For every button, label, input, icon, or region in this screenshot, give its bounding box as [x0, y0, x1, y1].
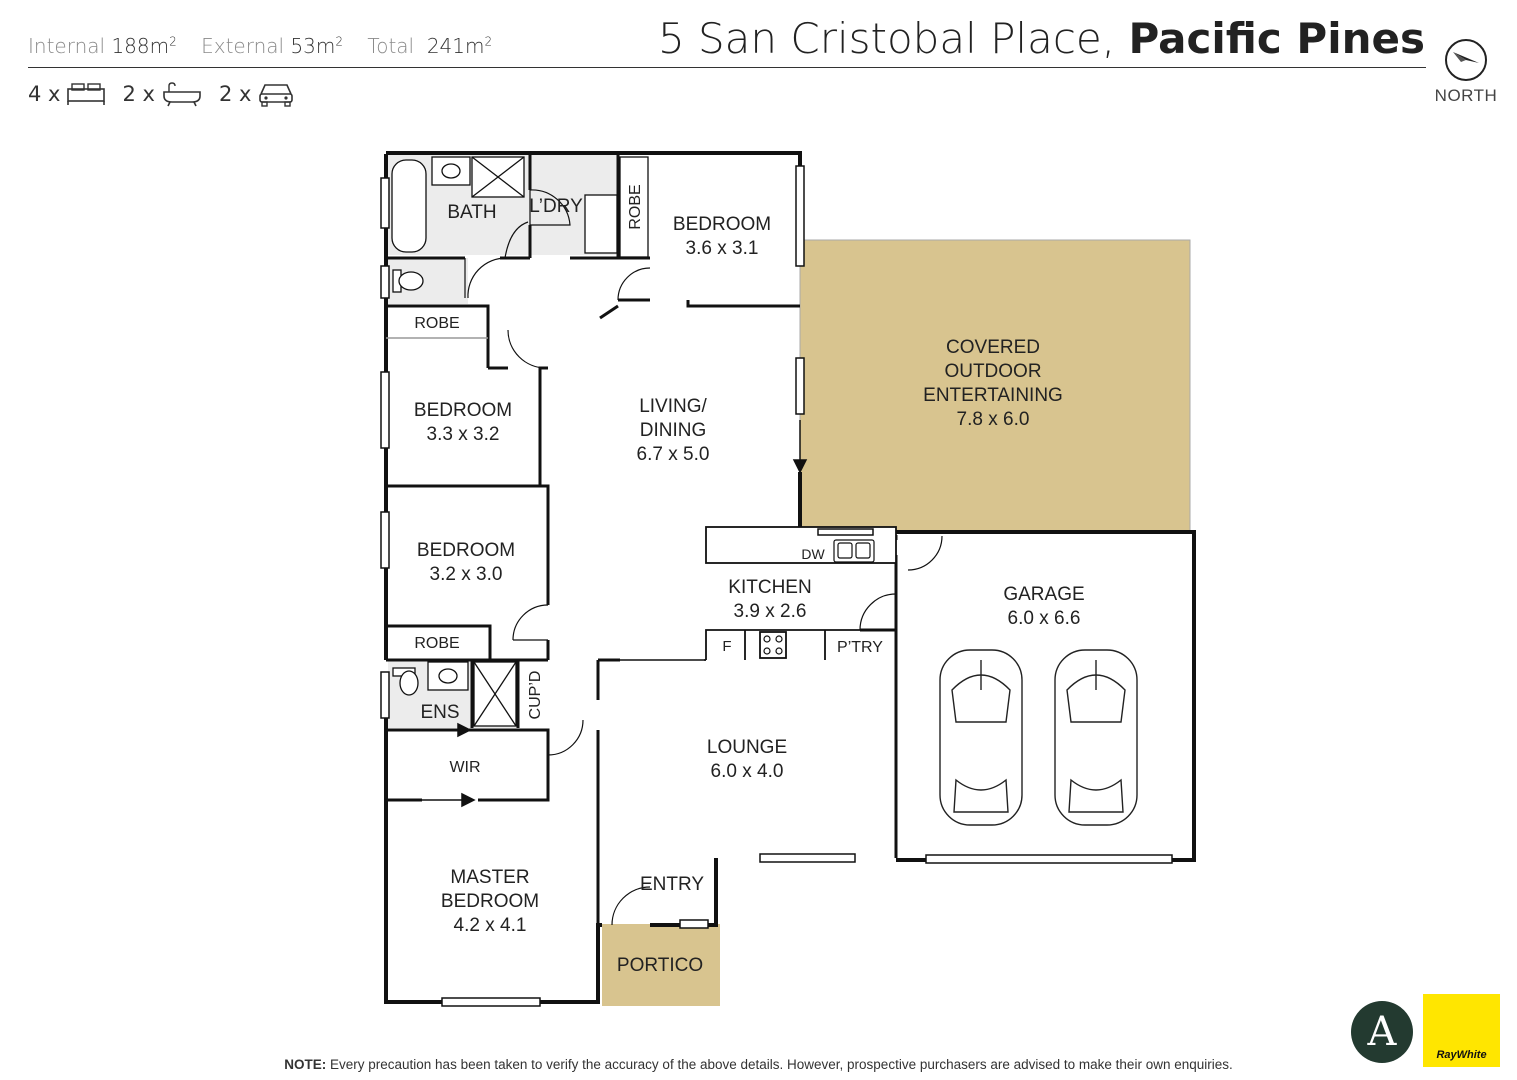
size-lounge: 6.0 x 4.0 — [711, 761, 784, 782]
label-laundry: L’DRY — [529, 196, 583, 217]
compass-icon — [1445, 39, 1487, 81]
label-outdoor-1: COVERED — [946, 337, 1040, 358]
label-outdoor-2: OUTDOOR — [944, 361, 1041, 382]
label-entry: ENTRY — [640, 874, 704, 895]
header-divider — [28, 67, 1426, 68]
interior-walls — [386, 155, 898, 1002]
car-count: 2 x — [219, 80, 295, 108]
size-kitchen: 3.9 x 2.6 — [734, 601, 807, 622]
toilet-main — [392, 269, 424, 293]
label-outdoor-3: ENTERTAINING — [923, 385, 1063, 406]
car-left — [939, 649, 1023, 826]
label-wir: WIR — [449, 759, 480, 776]
label-robe-w1: ROBE — [414, 315, 459, 332]
label-master-1: MASTER — [450, 867, 529, 888]
note-text: Every precaution has been taken to verif… — [330, 1057, 1233, 1072]
size-bedroom-3: 3.2 x 3.0 — [430, 564, 503, 585]
label-garage: GARAGE — [1003, 584, 1084, 605]
label-bedroom-ne: BEDROOM — [673, 214, 771, 235]
robe-top-box — [619, 156, 649, 258]
vanity-basin-ensuite — [427, 661, 469, 691]
bathroom-count: 2 x — [122, 81, 202, 107]
car-right — [1054, 649, 1138, 826]
area-total: Total 241m2 — [367, 34, 493, 58]
car-icon — [259, 84, 294, 107]
address-street: 5 San Cristobal Place, — [657, 14, 1116, 63]
raywhite-brand: RayWhite — [1436, 1049, 1487, 1061]
bedroom-count: 4 x — [28, 81, 106, 107]
area-external: External 53m2 — [201, 34, 344, 58]
bath-icon — [163, 82, 201, 107]
label-bath: BATH — [447, 202, 496, 223]
bed-icon — [67, 83, 106, 105]
size-master: 4.2 x 4.1 — [454, 915, 527, 936]
label-bedroom-2: BEDROOM — [414, 400, 512, 421]
label-fridge: F — [722, 638, 731, 655]
shower-bath — [471, 156, 525, 198]
label-kitchen: KITCHEN — [728, 577, 811, 598]
label-dishwasher: DW — [801, 546, 825, 562]
sink-icon — [833, 539, 875, 563]
agency-logo-letter: A — [1367, 1009, 1397, 1055]
label-living-1: LIVING/ — [639, 396, 707, 417]
size-outdoor: 7.8 x 6.0 — [957, 409, 1030, 430]
label-robe-w2: ROBE — [414, 635, 459, 652]
disclaimer-note: NOTE: Every precaution has been taken to… — [0, 1057, 1517, 1072]
size-garage: 6.0 x 6.6 — [1008, 608, 1081, 629]
area-internal: Internal 188m2 — [28, 34, 177, 58]
bathtub — [391, 159, 427, 253]
label-living-2: DINING — [640, 420, 707, 441]
note-label: NOTE: — [284, 1057, 327, 1072]
size-bedroom-ne: 3.6 x 3.1 — [686, 238, 759, 259]
label-pantry: P’TRY — [837, 639, 883, 656]
size-living: 6.7 x 5.0 — [637, 444, 710, 465]
north-compass: NORTH — [1433, 38, 1499, 106]
label-portico: PORTICO — [617, 955, 703, 976]
label-bedroom-3: BEDROOM — [417, 540, 515, 561]
address-suburb: Pacific Pines — [1128, 14, 1425, 63]
compass-label: NORTH — [1434, 86, 1498, 105]
agency-logo: A — [1351, 1001, 1413, 1063]
size-bedroom-2: 3.3 x 3.2 — [427, 424, 500, 445]
raywhite-logo: RayWhite — [1423, 994, 1500, 1067]
shower-ensuite — [473, 661, 517, 727]
label-ensuite: ENS — [420, 702, 459, 723]
sliding-doors — [422, 420, 808, 808]
portico-area — [602, 924, 720, 1006]
windows — [380, 165, 1173, 1007]
door-swings — [464, 189, 943, 926]
outdoor-entertaining-area — [799, 239, 1191, 533]
label-cupboard: CUP’D — [527, 671, 544, 720]
area-summary: Internal 188m2 External 53m2 Total 241m2 — [28, 34, 510, 58]
label-master-2: BEDROOM — [441, 891, 539, 912]
label-lounge: LOUNGE — [707, 737, 787, 758]
cooktop-icon — [763, 635, 783, 655]
toilet-ensuite — [392, 667, 419, 696]
feature-counts: 4 x 2 x 2 x — [28, 80, 295, 108]
property-address: 5 San Cristobal Place, Pacific Pines — [658, 14, 1425, 63]
laundry-tub — [584, 194, 618, 254]
vanity-basin-bath — [431, 156, 471, 186]
label-robe-top: ROBE — [627, 184, 644, 229]
